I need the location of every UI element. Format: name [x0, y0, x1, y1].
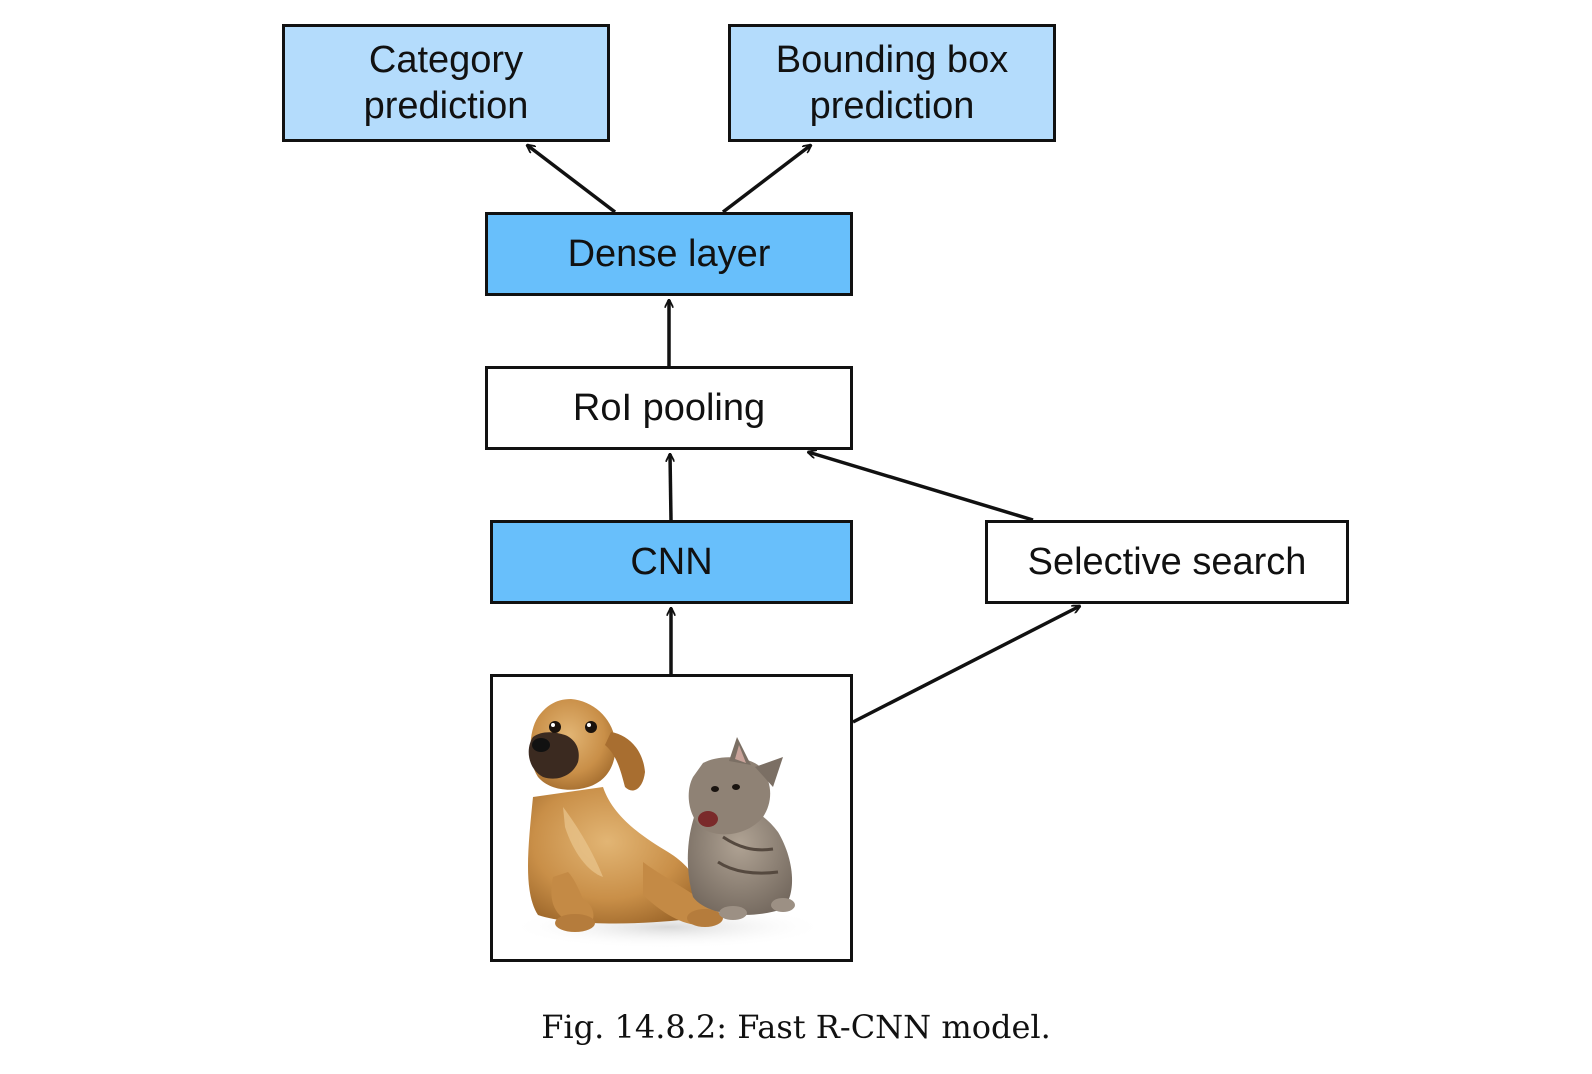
dense-layer-label: Dense layer — [567, 233, 771, 275]
selective-search-box: Selective search — [985, 520, 1349, 604]
arrow-dense-to-bbox — [721, 145, 811, 214]
input-image-box — [490, 674, 853, 962]
roi-pooling-box: RoI pooling — [485, 366, 853, 450]
cnn-label: CNN — [630, 541, 713, 583]
arrow-selective-to-roi — [808, 452, 1034, 522]
arrow-cnn-to-roi — [670, 454, 671, 521]
bounding-box-prediction-label: Bounding box prediction — [775, 39, 1009, 127]
bounding-box-prediction-box: Bounding box prediction — [728, 24, 1056, 142]
arrow-image-to-selective — [852, 604, 1080, 724]
dog-figure — [528, 699, 723, 932]
roi-pooling-label: RoI pooling — [572, 387, 766, 429]
category-prediction-box: Category prediction — [282, 24, 610, 142]
dense-layer-box: Dense layer — [485, 212, 853, 296]
dog-and-cat-photo — [508, 699, 828, 949]
cnn-box: CNN — [490, 520, 853, 604]
cat-figure — [687, 737, 795, 920]
arrow-dense-to-category — [527, 145, 617, 214]
category-prediction-label: Category prediction — [363, 39, 529, 127]
selective-search-label: Selective search — [1027, 541, 1307, 583]
figure-caption: Fig. 14.8.2: Fast R-CNN model. — [541, 1008, 1051, 1046]
